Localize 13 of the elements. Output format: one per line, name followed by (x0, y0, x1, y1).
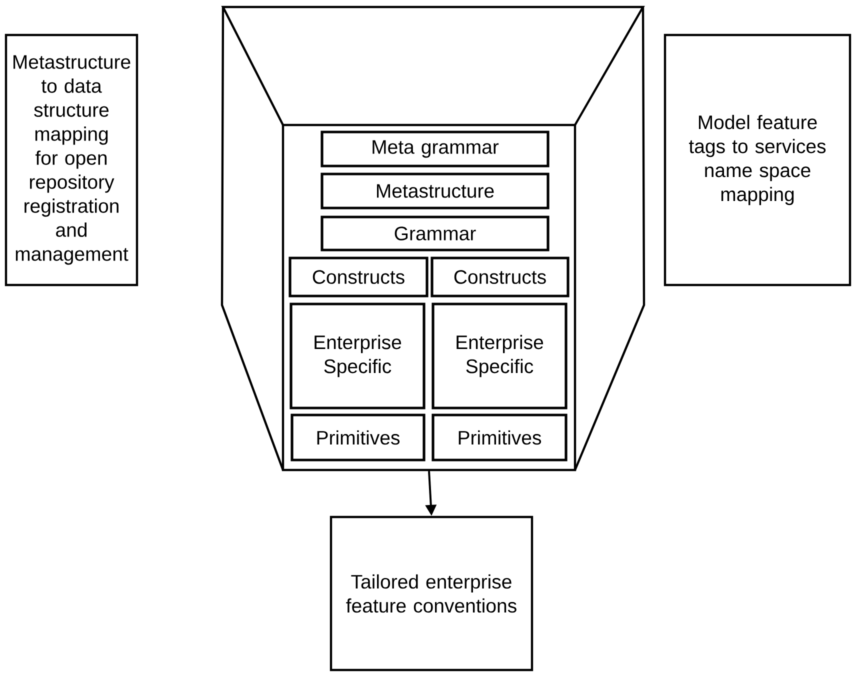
layer-box: Enterprise Specific (432, 302, 568, 410)
layer-box: Primitives (432, 414, 568, 462)
layer-box: Meta grammar (320, 130, 550, 168)
layer-box: Enterprise Specific (290, 302, 426, 410)
layer-box: Constructs (430, 256, 570, 298)
layer-box: Constructs (288, 256, 428, 298)
text-box: Model feature tags to services name space mapping (664, 34, 852, 286)
layer-box: Primitives (290, 414, 426, 462)
layer-box: Metastructure (320, 172, 550, 210)
text-box: Tailored enterprise feature conventions (330, 516, 534, 672)
inner-panel (282, 124, 576, 472)
text-box: Metastructure to data structure mapping for open repository registration and management (4, 34, 138, 286)
layer-box: Grammar (320, 216, 550, 252)
